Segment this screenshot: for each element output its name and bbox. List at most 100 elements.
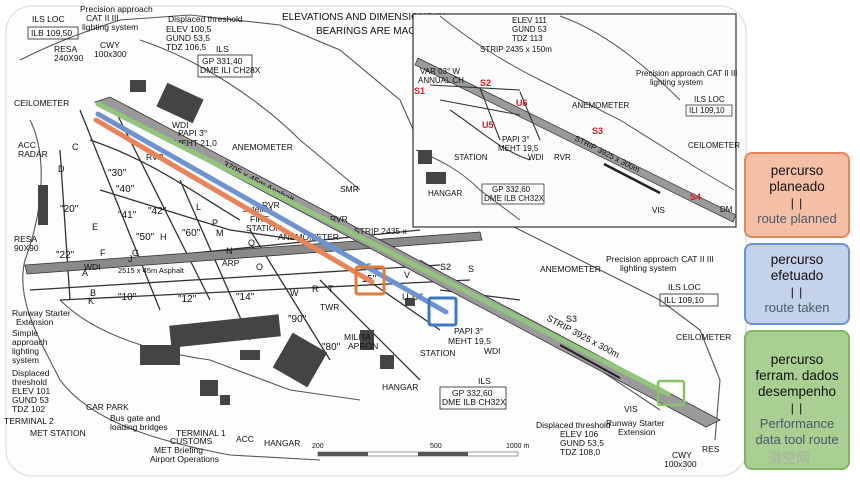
svg-text:MEHT 21,0: MEHT 21,0 [174, 138, 217, 148]
scale-bar: 200 500 1000 m [312, 443, 530, 457]
svg-text:2515 x 45m Asphalt: 2515 x 45m Asphalt [118, 266, 185, 275]
svg-text:PAPI 3°: PAPI 3° [502, 135, 530, 144]
svg-text:Displaced threshold: Displaced threshold [168, 14, 243, 24]
svg-text:GUND 53: GUND 53 [12, 395, 49, 405]
stand-30: "30" [108, 168, 127, 179]
svg-text:RVR: RVR [554, 153, 571, 162]
svg-text:ANNUAL CH: ANNUAL CH [418, 76, 464, 85]
stand-14: "14" [236, 292, 255, 303]
stand-20: "20" [60, 204, 79, 215]
svg-text:lighting system: lighting system [650, 78, 703, 87]
svg-text:ILS LOC: ILS LOC [668, 282, 701, 292]
svg-text:ILI 109,10: ILI 109,10 [689, 106, 725, 115]
svg-text:TDZ 102: TDZ 102 [12, 404, 45, 414]
svg-text:ACC: ACC [18, 140, 36, 150]
route-lines [93, 101, 671, 397]
svg-text:ANEMOMETER: ANEMOMETER [540, 264, 601, 274]
svg-text:MEHT 19,5: MEHT 19,5 [448, 336, 491, 346]
svg-text:WDI: WDI [172, 120, 189, 130]
svg-text:CEILOMETER: CEILOMETER [14, 98, 69, 108]
svg-text:M: M [216, 228, 224, 238]
svg-text:GUND 53,5: GUND 53,5 [166, 33, 210, 43]
svg-text:S2: S2 [480, 78, 491, 88]
svg-text:RVR: RVR [262, 200, 280, 210]
svg-text:ELEV 106: ELEV 106 [560, 429, 599, 439]
route-taken-line [95, 111, 449, 315]
svg-text:STATION: STATION [246, 223, 282, 233]
legend-planned-en: route planned [757, 211, 837, 226]
legend-route-tool: percurso ferram. dados desempenho | | Pe… [744, 330, 850, 470]
watermark: 道空网 [768, 450, 810, 466]
svg-text:ANEMOMETER: ANEMOMETER [572, 101, 630, 110]
svg-text:TWR: TWR [320, 302, 339, 312]
taken-endpoint-marker [427, 296, 458, 327]
svg-text:MEHT 19,5: MEHT 19,5 [498, 144, 539, 153]
tool-endpoint-marker [656, 379, 686, 407]
svg-text:TDZ 113: TDZ 113 [512, 34, 543, 43]
svg-text:VAR 03° W: VAR 03° W [420, 67, 460, 76]
stand-40: "40" [116, 184, 135, 195]
svg-text:S3: S3 [592, 126, 603, 136]
svg-text:Extension: Extension [618, 427, 656, 437]
svg-text:ILS LOC: ILS LOC [32, 14, 65, 24]
svg-text:A: A [82, 268, 88, 278]
svg-text:RVR: RVR [330, 214, 348, 224]
svg-text:V: V [404, 270, 410, 280]
svg-text:lighting system: lighting system [82, 22, 138, 32]
chart-header-line2: BEARINGS ARE MAGNET [316, 26, 436, 37]
svg-text:SMR: SMR [340, 184, 359, 194]
svg-text:RESA: RESA [14, 234, 37, 244]
legend-taken-en: route taken [764, 300, 830, 315]
svg-text:Runway Starter: Runway Starter [12, 308, 71, 318]
svg-text:Extension: Extension [16, 317, 54, 327]
svg-text:J: J [128, 254, 133, 264]
svg-text:STRIP 2435 x: STRIP 2435 x [354, 226, 408, 236]
svg-text:PAPI 3°: PAPI 3° [454, 326, 483, 336]
svg-text:APRON: APRON [348, 341, 378, 351]
svg-text:Runway Starter: Runway Starter [606, 418, 665, 428]
svg-text:system: system [12, 355, 39, 365]
stand-50: "50" [136, 232, 155, 243]
svg-text:B: B [90, 288, 96, 298]
stand-10: "10" [118, 292, 137, 303]
svg-text:Simple: Simple [12, 328, 38, 338]
svg-text:P: P [212, 218, 218, 228]
svg-text:CWY: CWY [100, 40, 120, 50]
legend-tool-en: Performance data tool route [755, 416, 839, 447]
svg-text:ANEMOMETER: ANEMOMETER [232, 142, 293, 152]
svg-text:S4: S4 [690, 192, 701, 202]
buildings [38, 80, 415, 405]
svg-text:MILITA: MILITA [344, 332, 371, 342]
svg-text:Displaced: Displaced [12, 368, 50, 378]
svg-text:WDI: WDI [84, 262, 101, 272]
svg-text:ILL 109,10: ILL 109,10 [664, 295, 704, 305]
svg-text:L: L [196, 202, 201, 212]
svg-text:K: K [88, 296, 94, 306]
svg-text:Q: Q [248, 238, 255, 248]
svg-text:O: O [256, 262, 263, 272]
svg-text:MET Briefing: MET Briefing [154, 445, 203, 455]
svg-text:Airport Operations: Airport Operations [150, 454, 219, 464]
inset-map: ELEV 111 GUND 53 TDZ 113 STRIP 2435 x 15… [412, 13, 740, 228]
stand-12: "12" [178, 294, 197, 305]
svg-text:VIS: VIS [652, 206, 665, 215]
svg-text:200: 200 [312, 443, 324, 450]
svg-text:MET STATION: MET STATION [30, 428, 86, 438]
svg-text:PAPI 3°: PAPI 3° [178, 128, 207, 138]
svg-text:Precision approach CAT II III: Precision approach CAT II III [606, 254, 714, 264]
legend-taken-sep: | | [790, 285, 804, 299]
legend-tool-pt: percurso ferram. dados desempenho [755, 352, 839, 399]
svg-text:ILS: ILS [478, 376, 491, 386]
svg-text:TERMINAL 1: TERMINAL 1 [176, 428, 226, 438]
svg-text:Displaced threshold: Displaced threshold [536, 420, 611, 430]
svg-text:ACC: ACC [236, 434, 254, 444]
svg-text:C: C [72, 142, 79, 152]
svg-text:Satellite: Satellite [242, 204, 273, 214]
svg-text:GUND 53: GUND 53 [512, 25, 547, 34]
legend-route-planned: percurso planeado | | route planned [744, 152, 850, 238]
svg-text:STRIP 2435 x 150m: STRIP 2435 x 150m [480, 45, 552, 54]
svg-text:ELEV 111: ELEV 111 [512, 16, 547, 25]
svg-text:RESA: RESA [54, 44, 77, 54]
